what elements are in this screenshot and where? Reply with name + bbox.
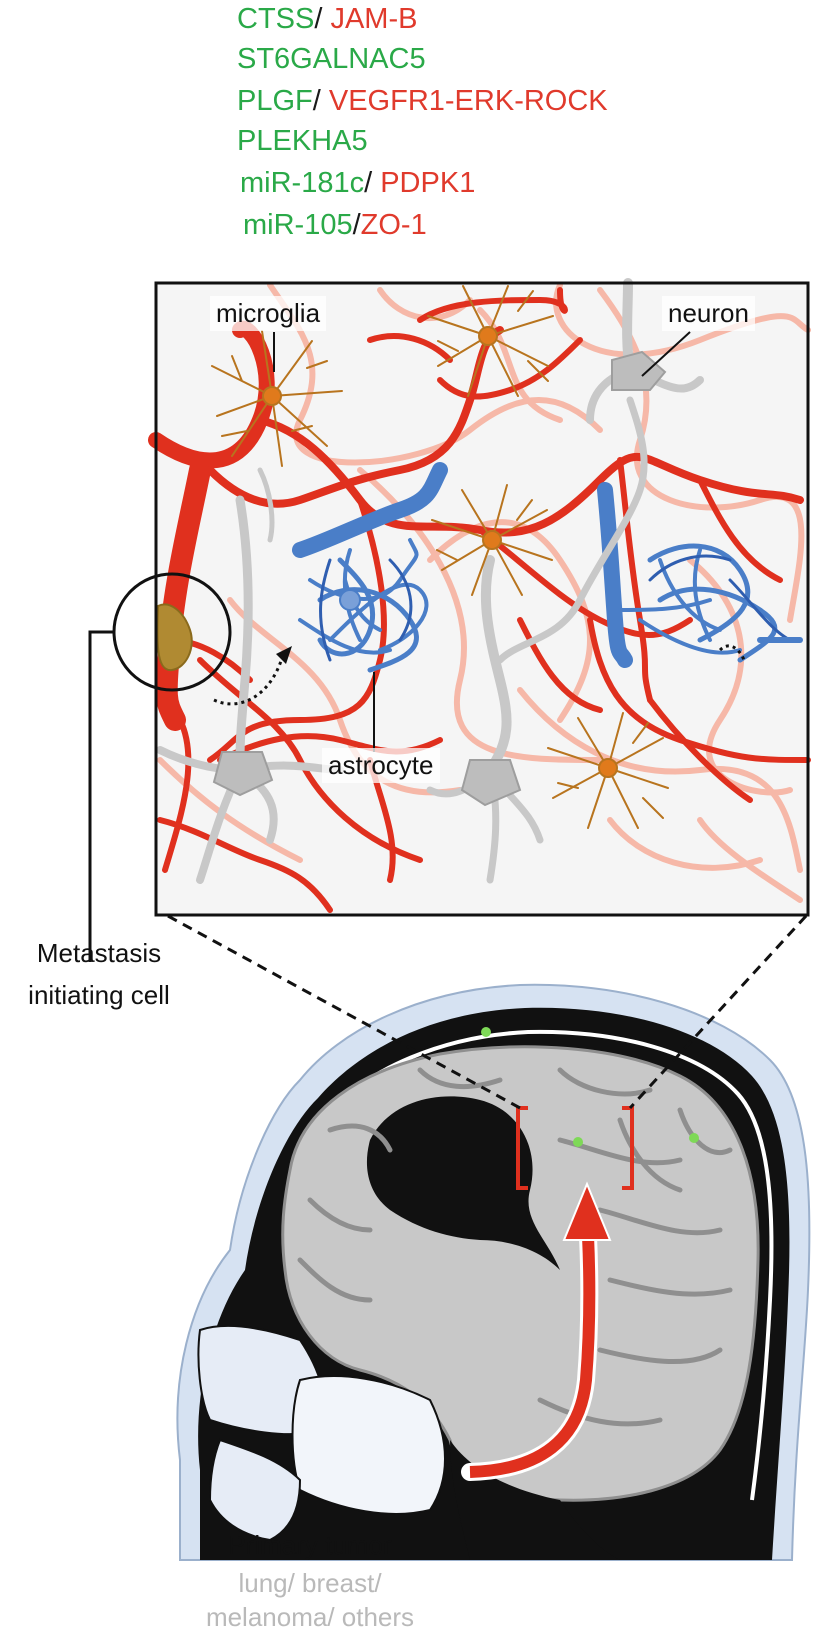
- head-illustration: [176, 983, 811, 1561]
- neuron-leader: [641, 331, 691, 377]
- gene-row-5: miR-181c/ PDPK1: [240, 166, 475, 200]
- facial-bones: [197, 1324, 446, 1542]
- label-astrocyte: astrocyte: [322, 748, 440, 783]
- gene-row-1: CTSS/ JAM-B: [237, 2, 417, 36]
- gene-separator: /: [364, 167, 381, 199]
- microglia-cells: [211, 285, 669, 829]
- gene-separator: /: [312, 85, 329, 117]
- gene-row-6: miR-105/ZO-1: [243, 208, 427, 242]
- gene-green-label: CTSS: [237, 3, 315, 35]
- brainstem: [450, 1440, 620, 1560]
- brain-sulci: [297, 1067, 733, 1427]
- gene-green-label: PLGF: [237, 85, 313, 117]
- migration-arrowhead: [276, 646, 292, 664]
- gene-separator: /: [352, 209, 361, 241]
- gene-green-label: miR-181c: [240, 167, 365, 199]
- gene-separator: /: [314, 3, 331, 35]
- metastasis-leader: [88, 630, 114, 962]
- gene-red-label: PDPK1: [380, 167, 476, 199]
- label-tumor-types: lung/ breast/ melanoma/ others: [150, 1566, 470, 1634]
- metastasis-line-2: initiating cell: [28, 980, 170, 1010]
- gene-red-label: ZO-1: [360, 209, 427, 241]
- neuron-bodies: [212, 350, 667, 807]
- metastasis-cell: [156, 603, 193, 672]
- gene-red-label: VEGFR1-ERK-ROCK: [328, 85, 608, 117]
- skull-inner-line: [328, 1029, 774, 1501]
- label-neuron: neuron: [662, 296, 755, 331]
- label-metastasis-initiating-cell: Metastasis initiating cell: [4, 932, 194, 1016]
- tumor-types-line-1: lung/ breast/: [238, 1568, 382, 1598]
- migration-arrow: [213, 657, 284, 706]
- gene-row-4: PLEKHA5: [237, 124, 368, 158]
- micrometastasis-dots: [481, 1027, 699, 1147]
- gene-green-label: miR-105: [243, 209, 353, 241]
- ventricle: [366, 1096, 560, 1270]
- label-microglia: microglia: [210, 296, 327, 331]
- tissue-border: [154, 281, 810, 917]
- tissue-panel: [112, 278, 811, 917]
- astrocyte-right: [597, 482, 803, 668]
- gene-row-2: ST6GALNAC5: [237, 42, 426, 76]
- invasion-arrow-right: [718, 644, 746, 661]
- primary-tumor-arrowhead: [562, 1181, 612, 1241]
- gene-row-3: PLGF/ VEGFR1-ERK-ROCK: [237, 84, 608, 118]
- label-primary-tumor: Primary tumor: [228, 1530, 392, 1560]
- gene-green-label: ST6GALNAC5: [237, 43, 426, 75]
- region-brackets: [516, 1106, 634, 1190]
- gene-green-label: PLEKHA5: [237, 125, 368, 157]
- metastasis-line-1: Metastasis: [36, 938, 162, 968]
- primary-tumor-arrow-shaft: [469, 1235, 596, 1478]
- zoom-line-right: [628, 914, 808, 1110]
- tumor-types-line-2: melanoma/ others: [205, 1602, 415, 1632]
- gene-red-label: JAM-B: [330, 3, 418, 35]
- astrocyte-left: [292, 462, 448, 673]
